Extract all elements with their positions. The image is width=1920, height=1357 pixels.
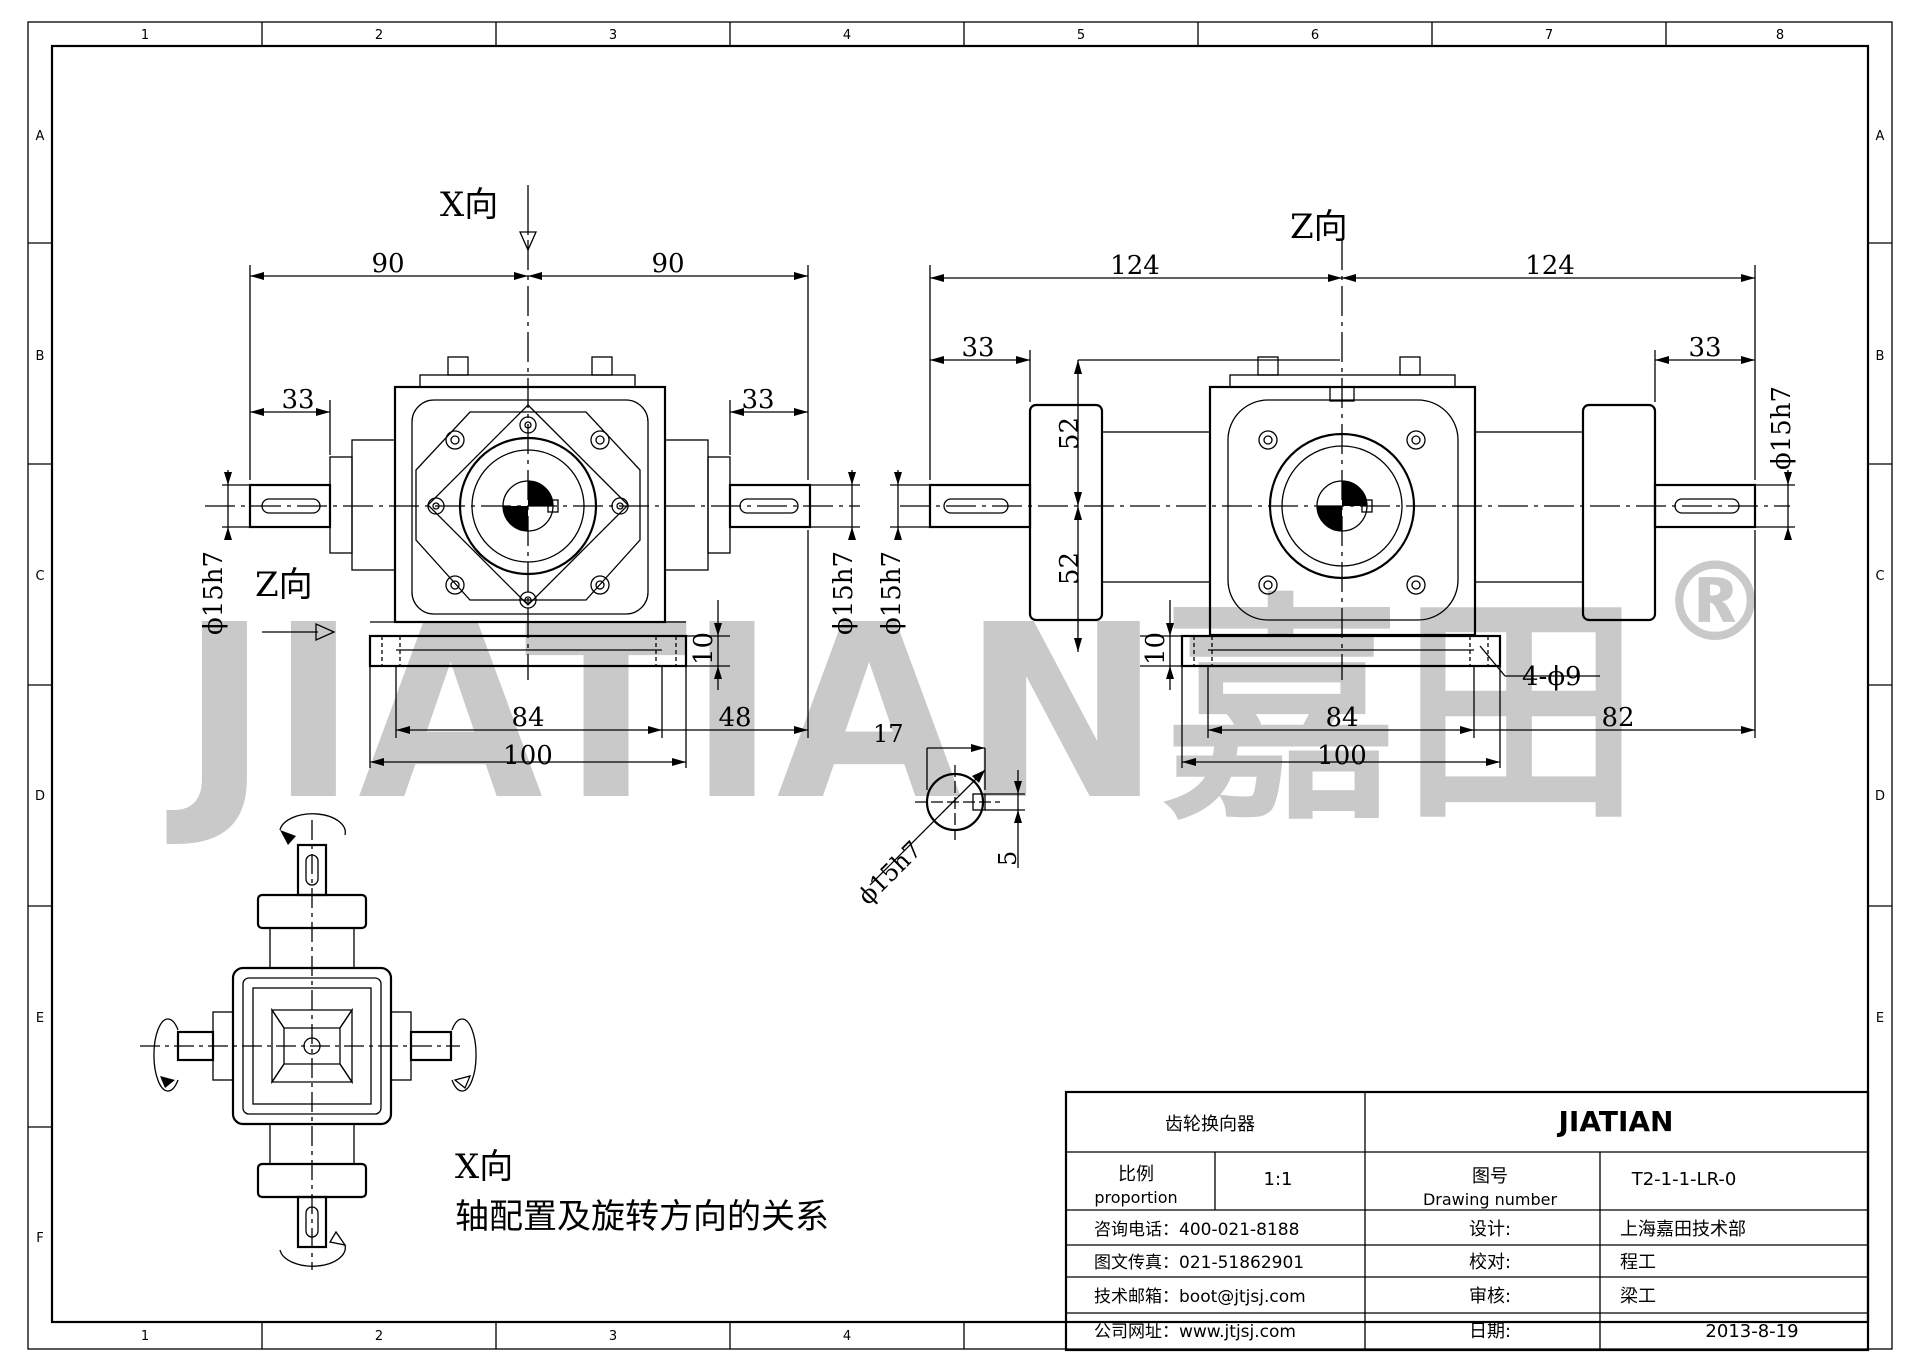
- dim-key-width: 17: [873, 720, 904, 748]
- side-view: Z向 124 124 33 33 52 52 ϕ15h7: [877, 207, 1797, 771]
- title-phone: 咨询电话：400-021-8188: [1094, 1220, 1299, 1240]
- grid-col-2-bottom: 2: [375, 1329, 383, 1344]
- dim-right-dia-a: ϕ15h7: [877, 551, 907, 635]
- grid-col-1-bottom: 1: [141, 1329, 149, 1344]
- grid-col-4-bottom: 4: [843, 1329, 851, 1344]
- note-shaft-relation: 轴配置及旋转方向的关系: [455, 1197, 829, 1237]
- title-design-value: 上海嘉田技术部: [1620, 1219, 1746, 1240]
- front-view: X向 Z向 90 90 33 33 ϕ15h7 ϕ15h7: [199, 185, 860, 771]
- watermark-registered-mark: ®: [1660, 538, 1770, 666]
- title-check-label: 校对:: [1469, 1252, 1511, 1273]
- dim-left-height: 10: [689, 632, 719, 665]
- dim-right-dia-b: ϕ15h7: [1767, 386, 1797, 470]
- grid-col-7: 7: [1545, 28, 1553, 43]
- dim-right-side: 82: [1601, 703, 1634, 733]
- grid-row-b: B: [36, 349, 45, 364]
- dim-right-height: 10: [1141, 632, 1171, 665]
- grid-row-f: F: [36, 1231, 43, 1246]
- dim-left-shaft-b: 33: [741, 385, 774, 415]
- title-scale-value: 1:1: [1264, 1169, 1293, 1190]
- title-block: 齿轮换向器 JIATIAN 比例 proportion 1:1 图号 Drawi…: [1064, 1090, 1870, 1352]
- title-date-label: 日期:: [1469, 1321, 1511, 1342]
- grid-col-3-bottom: 3: [609, 1329, 617, 1344]
- grid-row-b-right: B: [1876, 349, 1885, 364]
- dim-right-half-b: 124: [1525, 251, 1575, 281]
- grid-col-5: 5: [1077, 28, 1085, 43]
- shaft-arrangement-view: [140, 813, 477, 1270]
- grid-col-6: 6: [1311, 28, 1319, 43]
- title-fax: 图文传真：021-51862901: [1094, 1253, 1304, 1273]
- sheet-frame: 1 2 3 4 5 6 7 8 1 2 3 4 A B C D E F A B …: [27, 21, 1893, 1350]
- dim-left-dia-b: ϕ15h7: [829, 551, 859, 635]
- title-check-value: 程工: [1620, 1252, 1656, 1273]
- dim-left-half-a: 90: [371, 249, 404, 279]
- grid-col-8: 8: [1776, 28, 1784, 43]
- title-review-label: 审核:: [1469, 1286, 1511, 1307]
- dim-left-base-side: 48: [718, 703, 751, 733]
- title-scale-label-en: proportion: [1094, 1188, 1177, 1207]
- title-product: 齿轮换向器: [1165, 1114, 1255, 1135]
- dim-left-dia-a: ϕ15h7: [199, 551, 229, 635]
- grid-col-1: 1: [141, 28, 149, 43]
- dim-right-shaft-a: 33: [961, 333, 994, 363]
- title-drawing-no-label-en: Drawing number: [1423, 1190, 1557, 1209]
- note-x-direction: X向: [455, 1147, 513, 1187]
- dim-right-shaft-b: 33: [1688, 333, 1721, 363]
- dim-right-upper: 52: [1055, 417, 1085, 450]
- grid-col-2: 2: [375, 28, 383, 43]
- title-website: 公司网址：www.jtjsj.com: [1094, 1322, 1296, 1342]
- x-direction-label: X向: [440, 185, 498, 225]
- dim-left-base-inner: 84: [511, 703, 544, 733]
- grid-row-e: E: [36, 1011, 44, 1026]
- grid-row-a-right: A: [1876, 129, 1885, 144]
- title-scale-label: 比例: [1118, 1164, 1154, 1185]
- dim-left-base-outer: 100: [503, 741, 553, 771]
- grid-row-d: D: [35, 789, 45, 804]
- grid-row-e-right: E: [1876, 1011, 1884, 1026]
- title-drawing-no-label: 图号: [1472, 1166, 1508, 1187]
- dim-right-lower: 52: [1055, 552, 1085, 585]
- dim-key-depth: 5: [994, 851, 1022, 866]
- dim-right-base-outer: 100: [1317, 741, 1367, 771]
- title-email: 技术邮箱：boot@jtjsj.com: [1094, 1287, 1306, 1307]
- dim-right-base-inner: 84: [1325, 703, 1358, 733]
- grid-row-d-right: D: [1875, 789, 1885, 804]
- z-direction-label-left: Z向: [255, 565, 313, 605]
- z-direction-label-top: Z向: [1290, 207, 1348, 247]
- title-date-value: 2013-8-19: [1705, 1321, 1798, 1342]
- dim-right-holes: 4-ϕ9: [1522, 662, 1582, 692]
- title-review-value: 梁工: [1620, 1286, 1656, 1307]
- title-design-label: 设计:: [1469, 1219, 1511, 1240]
- grid-col-4: 4: [843, 28, 851, 43]
- dim-left-half-b: 90: [651, 249, 684, 279]
- dim-left-shaft-a: 33: [281, 385, 314, 415]
- grid-row-a: A: [36, 129, 45, 144]
- grid-col-3: 3: [609, 28, 617, 43]
- grid-row-c: C: [35, 569, 44, 584]
- title-brand-logo: JIATIAN: [1557, 1105, 1674, 1138]
- dim-right-half-a: 124: [1110, 251, 1160, 281]
- grid-row-c-right: C: [1875, 569, 1884, 584]
- title-drawing-no: T2-1-1-LR-0: [1631, 1169, 1737, 1190]
